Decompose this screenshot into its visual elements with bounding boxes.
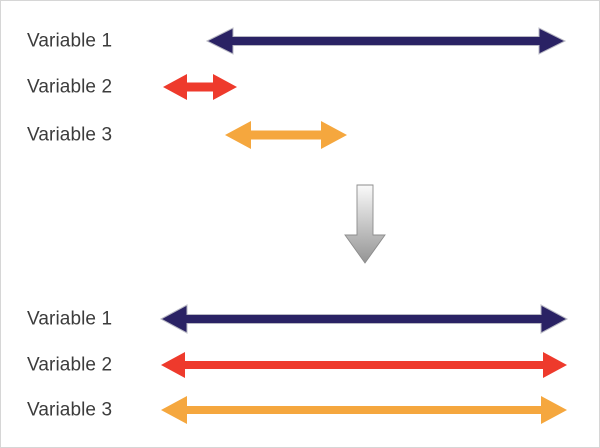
after-label-variable-3: Variable 3	[27, 399, 113, 421]
before-label-variable-3: Variable 3	[27, 124, 113, 146]
before-arrow-variable-1	[205, 27, 567, 55]
after-arrow-variable-3	[161, 396, 567, 424]
after-label-variable-1: Variable 1	[27, 308, 113, 330]
before-label-variable-2: Variable 2	[27, 76, 113, 98]
after-arrow-variable-1	[159, 304, 569, 334]
before-arrow-variable-3	[225, 121, 347, 149]
before-label-variable-1: Variable 1	[27, 30, 113, 52]
after-arrow-variable-2	[161, 352, 567, 378]
down-arrow-icon	[344, 184, 386, 264]
after-label-variable-2: Variable 2	[27, 354, 113, 376]
before-arrow-variable-2	[163, 74, 237, 100]
